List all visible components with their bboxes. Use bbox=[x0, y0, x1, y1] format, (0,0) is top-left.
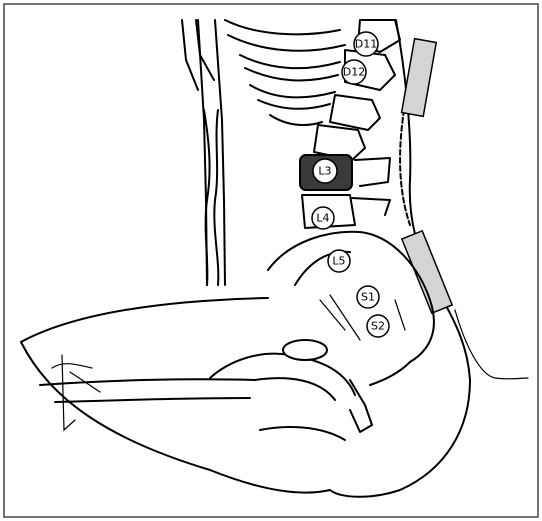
label-l3: L3 bbox=[313, 159, 337, 183]
label-s2-text: S2 bbox=[371, 320, 385, 333]
label-l4-text: L4 bbox=[316, 212, 329, 225]
label-d12-text: D12 bbox=[343, 66, 365, 79]
label-d12: D12 bbox=[342, 60, 366, 84]
label-l5: L5 bbox=[328, 250, 350, 272]
label-s2: S2 bbox=[367, 315, 389, 337]
label-d11-text: D11 bbox=[355, 38, 377, 51]
label-l4: L4 bbox=[312, 207, 334, 229]
label-l3-text: L3 bbox=[318, 165, 331, 178]
label-s1-text: S1 bbox=[361, 291, 375, 304]
label-l5-text: L5 bbox=[332, 255, 345, 268]
diagram-frame bbox=[4, 4, 538, 517]
label-d11: D11 bbox=[354, 32, 378, 56]
label-s1: S1 bbox=[357, 286, 379, 308]
